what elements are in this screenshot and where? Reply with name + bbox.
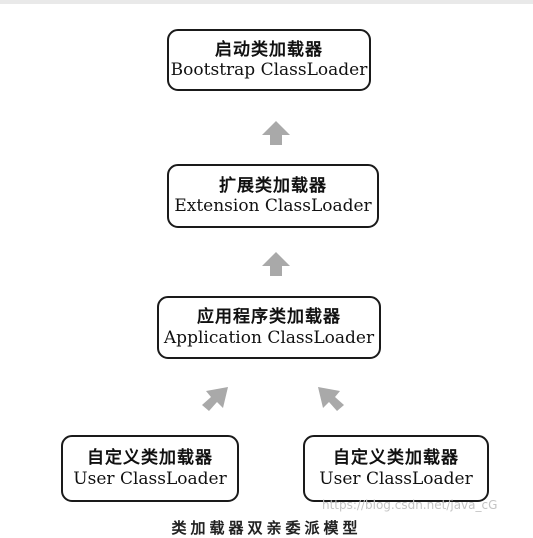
figure-caption: 类加载器双亲委派模型 [171,519,362,537]
box-title-zh: 启动类加载器 [215,39,323,60]
arrow-up-left-icon [318,387,344,411]
box-title-en: User ClassLoader [73,468,227,489]
user-classloader-box-left: 自定义类加载器 User ClassLoader [61,435,239,502]
arrow-up-icon [262,252,290,276]
box-title-zh: 自定义类加载器 [333,448,459,469]
extension-classloader-box: 扩展类加载器 Extension ClassLoader [167,164,379,228]
box-title-en: Bootstrap ClassLoader [170,60,368,80]
box-title-zh: 自定义类加载器 [87,448,213,469]
box-title-zh: 扩展类加载器 [219,175,327,196]
application-classloader-box: 应用程序类加载器 Application ClassLoader [157,296,381,359]
box-title-en: Extension ClassLoader [174,196,372,216]
bootstrap-classloader-box: 启动类加载器 Bootstrap ClassLoader [167,29,371,91]
top-divider [0,0,533,4]
arrow-up-right-icon [202,387,228,411]
arrow-up-icon [262,121,290,145]
arrow-layer [202,121,344,411]
watermark: https://blog.csdn.net/java_cG [322,498,498,512]
user-classloader-box-right: 自定义类加载器 User ClassLoader [303,435,489,502]
box-title-zh: 应用程序类加载器 [197,307,341,328]
box-title-en: User ClassLoader [319,468,473,489]
box-title-en: Application ClassLoader [163,327,375,348]
